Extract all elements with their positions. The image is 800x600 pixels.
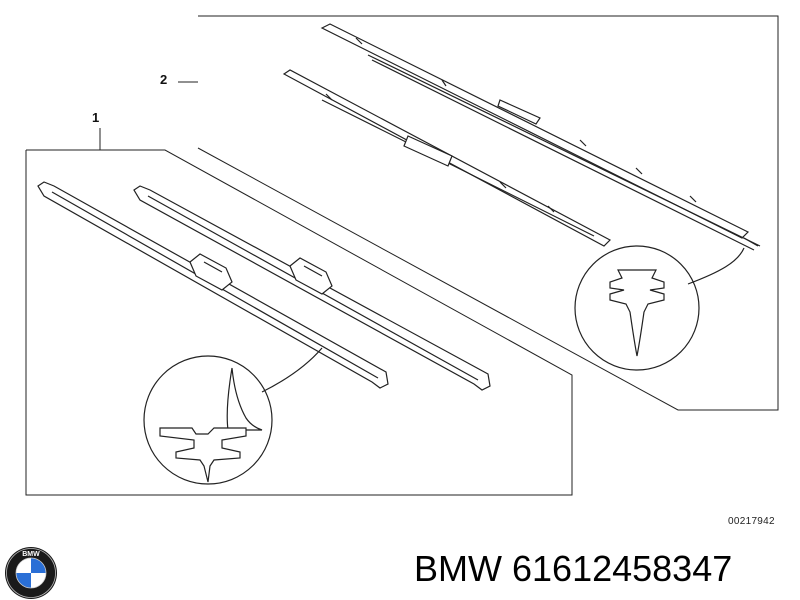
logo-lettering: BMW <box>22 551 40 558</box>
bmw-roundel-icon: BMW <box>5 547 57 599</box>
wiper-blade-conventional-2 <box>282 69 611 247</box>
wiper-blade-flat-2 <box>133 185 491 391</box>
detail-leader-2 <box>687 247 745 285</box>
part-brand: BMW <box>414 548 502 589</box>
callout-2: 2 <box>160 72 168 87</box>
blade-profile-detail-2 <box>609 269 665 357</box>
part-number: 61612458347 <box>512 548 733 589</box>
callout-1: 1 <box>92 110 100 125</box>
frame-group-1 <box>25 149 573 496</box>
wiper-blade-conventional-1 <box>320 23 761 251</box>
frame-group-2 <box>197 15 779 411</box>
part-title: BMW 61612458347 <box>414 548 732 590</box>
drawing-number: 00217942 <box>728 516 775 527</box>
wiper-blade-flat-1 <box>37 181 389 389</box>
detail-leader-1 <box>261 347 323 393</box>
blade-profile-detail-1 <box>159 367 263 483</box>
